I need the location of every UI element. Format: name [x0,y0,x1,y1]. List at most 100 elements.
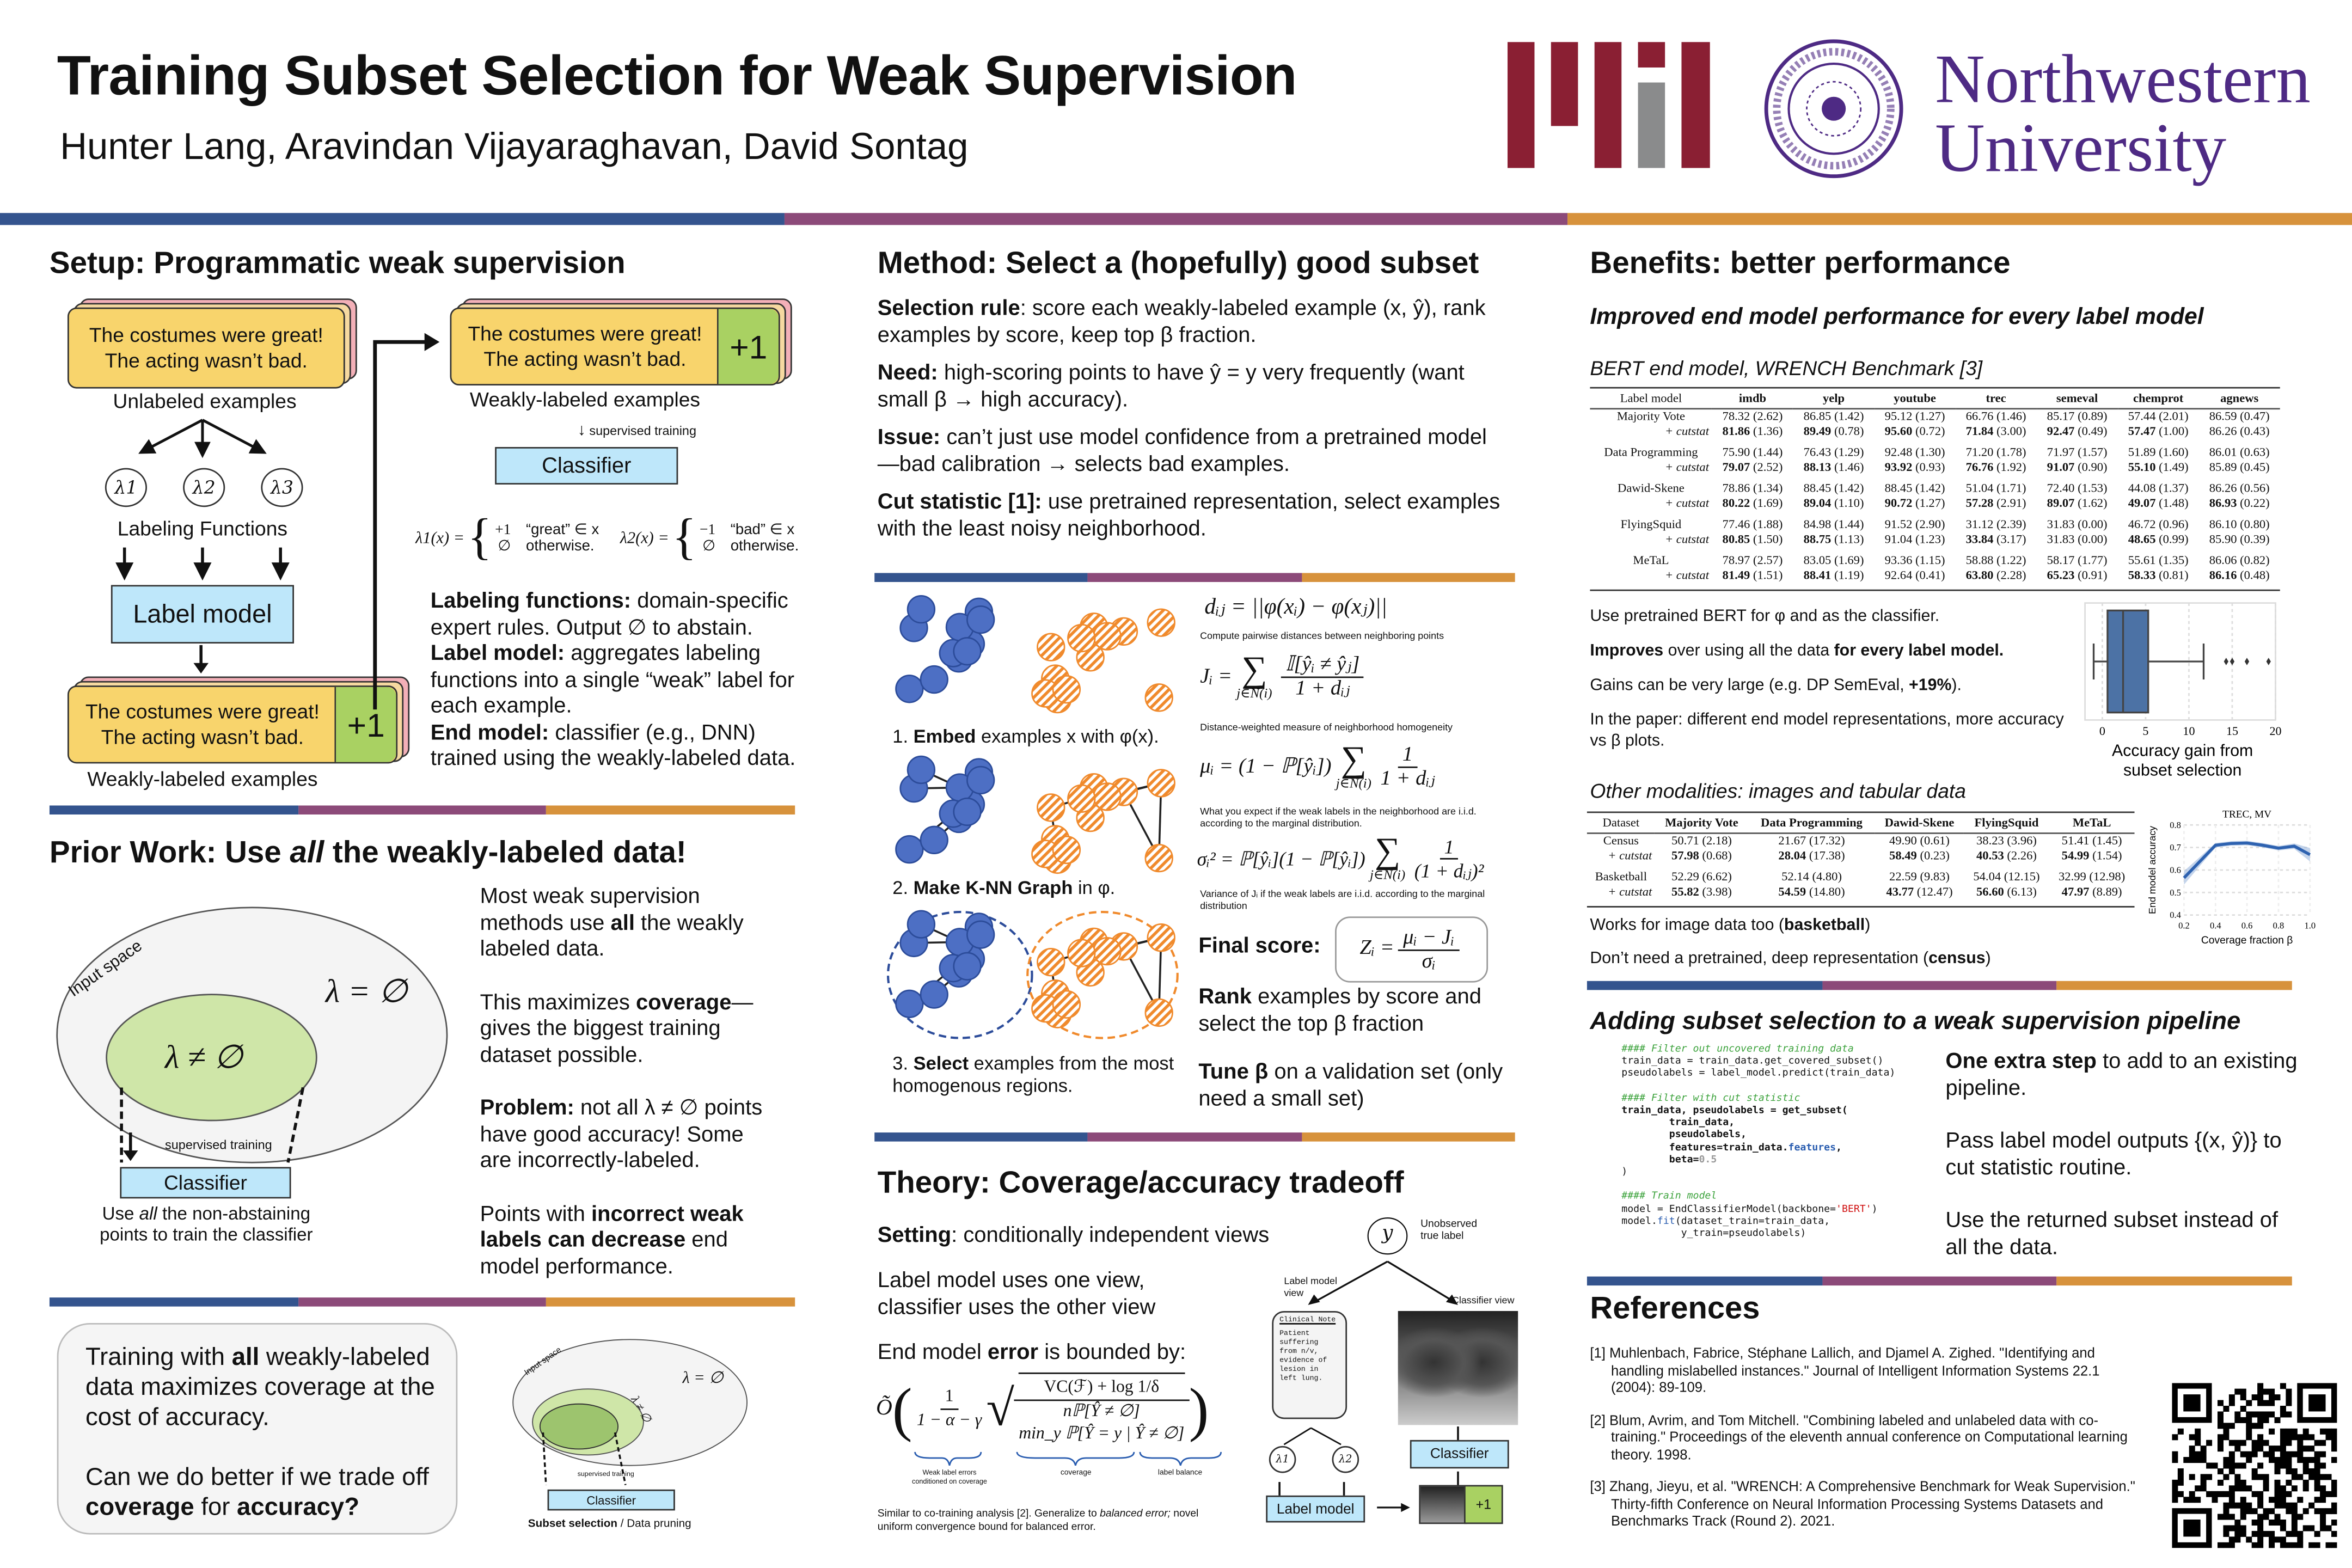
code-token: (dataset_train=train_data, [1675,1215,1830,1227]
table-cell: 51.41 (1.45) [2061,834,2122,848]
xray-thumbnail [1419,1485,1467,1524]
table-cell: 78.86 (1.34) [1722,481,1783,495]
pipeline-heading: Adding subset selection to a weak superv… [1590,1008,2241,1036]
blue-point [895,835,924,864]
qr-module [2263,1474,2269,1480]
table-cell: 93.92 (0.93) [1884,460,1945,474]
outlier [2244,658,2250,665]
qr-module [2234,1479,2241,1486]
x-axis-label: Coverage fraction β [2201,935,2293,946]
qr-module [2234,1485,2241,1492]
benefits-text: Use pretrained BERT for φ and as the cla… [1590,606,2077,751]
qr-module [2263,1417,2269,1423]
t: Embed [913,726,976,748]
t: weakly-labeled data maximizes coverage a… [85,1344,435,1431]
qr-module [2240,1508,2246,1515]
qr-module [2240,1417,2246,1423]
qr-module [2280,1457,2286,1463]
t: Setting [877,1224,952,1248]
mit-logo [1507,42,1710,168]
table-cell: 79.07 (2.52) [1722,460,1783,474]
qr-module [2291,1451,2298,1457]
reference-item: [1] Muhlenbach, Fabrice, Stéphane Lallic… [1590,1345,2100,1395]
code-line: model = EndClassifierModel(backbone= [1621,1202,1836,1215]
qr-module [2286,1462,2292,1469]
qr-module [2246,1434,2252,1441]
annotation-braces [914,1451,1222,1466]
qr-module [2251,1423,2258,1429]
code-comment: #### Filter with cut statistic [1621,1092,1800,1104]
row-label: + cutstat [1664,424,1709,438]
column-header: youtube [1874,388,1956,410]
bound-text: End model error is bounded by: [878,1341,1186,1367]
orange-point [1147,923,1175,952]
y-axis-label: End model accuracy [2147,826,2158,914]
blue-point [906,595,936,624]
table1-title: BERT end model, WRENCH Benchmark [3] [1590,357,1983,380]
setup-heading: Setup: Programmatic weak supervision [49,246,626,281]
t: Use [102,1203,139,1224]
qr-module [2257,1423,2264,1429]
qr-module [2331,1445,2337,1452]
qr-code[interactable] [2172,1383,2337,1548]
blue-point [906,755,936,785]
t: for [194,1494,237,1521]
qr-module [2257,1383,2264,1389]
qr-module [2286,1388,2292,1395]
qr-module [2228,1423,2235,1429]
qr-module [2274,1445,2281,1452]
qr-module [2172,1479,2178,1486]
blue-point [966,920,995,949]
row-label: Data Programming [1604,445,1698,460]
supervised-training-text: supervised training [577,1469,634,1478]
row-label: + cutstat [1664,568,1709,582]
qr-module [2246,1508,2252,1515]
note-body: Patient suffering from n/v, evidence of … [1279,1330,1327,1383]
qr-module [2240,1530,2246,1537]
qr-module [2331,1434,2337,1441]
row-label: + cutstat [1664,460,1709,474]
qr-module [2302,1485,2309,1492]
qr-module [2228,1497,2235,1503]
qr-module [2297,1445,2304,1452]
column-header: MeTaL [2049,813,2135,834]
qr-module [2269,1411,2275,1418]
qr-module [2172,1485,2178,1492]
table-cell: 51.89 (1.60) [2128,445,2189,460]
qr-module [2280,1406,2286,1412]
wordmark-line1: Northwestern [1935,40,2311,117]
qr-module [2291,1428,2298,1435]
table-cell: 77.46 (1.88) [1722,517,1783,531]
fraction: 1(1 + dᵢⱼ)² [1414,836,1484,882]
label-model-box: Label model [111,585,294,644]
qr-module [2302,1525,2309,1532]
table-cell: 58.33 (0.81) [2128,568,2189,582]
qr-module [2223,1457,2230,1463]
den: 1 + dᵢⱼ [1380,768,1435,791]
qr-module [2308,1457,2315,1463]
x-tick-label: 20 [2269,724,2281,738]
x-tick-label: 0.6 [2241,920,2253,930]
northwestern-wordmark: Northwestern University [1935,40,2311,183]
qr-module [2223,1508,2230,1515]
qr-module [2280,1485,2286,1492]
t: the non-abstaining points to train the c… [100,1203,313,1245]
row-label: + cutstat [1664,496,1709,510]
table-cell: 31.83 (0.00) [2047,517,2108,531]
qr-module [2331,1491,2337,1497]
qr-module [2189,1457,2195,1463]
code-snippet: #### Filter out uncovered training data … [1621,1043,1895,1240]
method-text: Selection rule: score each weakly-labele… [878,297,1508,543]
qr-module [2320,1514,2326,1520]
table-cell: 88.75 (1.13) [1803,532,1864,546]
orange-point [1144,843,1173,873]
qr-module [2217,1468,2224,1474]
setup-description: Labeling functions: domain-specific expe… [431,590,806,773]
t: on a validation set (only need a small s… [1198,1060,1503,1111]
qr-module [2291,1502,2298,1509]
qr-module [2297,1451,2304,1457]
